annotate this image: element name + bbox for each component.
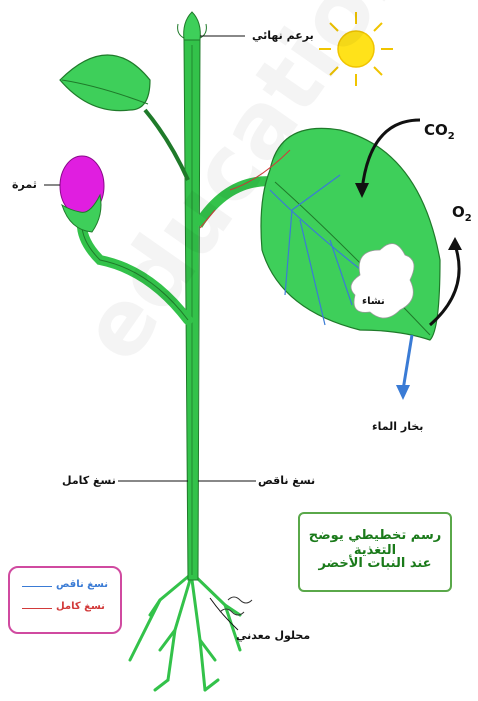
- label-terminal-bud: برعم نهائي: [252, 29, 314, 42]
- legend-label-elaborated-sap: نسغ كامل: [56, 601, 105, 612]
- legend-label-crude-sap: نسغ ناقص: [56, 579, 108, 590]
- label-crude-sap: نسغ ناقص: [258, 474, 315, 487]
- label-elaborated-sap: نسغ كامل: [62, 474, 116, 487]
- legend: نسغ ناقص نسغ كامل: [8, 566, 122, 634]
- caption-line-2: عند النبات الأخضر: [300, 556, 450, 571]
- label-water-vapor: بخار الماء: [372, 420, 423, 433]
- label-mineral-solution: محلول معدني: [236, 629, 310, 642]
- caption-line-1: رسم تخطيطي يوضح التغذية: [300, 528, 450, 558]
- label-fruit: ثمرة: [12, 178, 37, 191]
- terminal-bud: [184, 12, 201, 40]
- legend-line-elaborated-sap: [22, 608, 52, 609]
- label-co2: CO2: [424, 121, 455, 142]
- label-o2: O2: [452, 203, 472, 224]
- label-starch: نشاء: [362, 296, 385, 307]
- caption-box: رسم تخطيطي يوضح التغذية عند النبات الأخض…: [298, 512, 452, 592]
- legend-line-crude-sap: [22, 586, 52, 587]
- roots: [130, 575, 240, 690]
